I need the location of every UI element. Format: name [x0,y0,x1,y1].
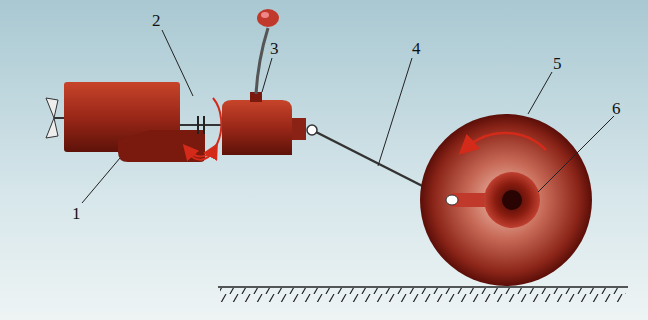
callout-number: 2 [152,12,161,29]
callout-number: 5 [553,55,562,72]
callout-number: 1 [72,205,81,222]
callout-number: 3 [270,40,279,57]
callout-number: 4 [412,40,421,57]
callout-number: 6 [612,100,621,117]
